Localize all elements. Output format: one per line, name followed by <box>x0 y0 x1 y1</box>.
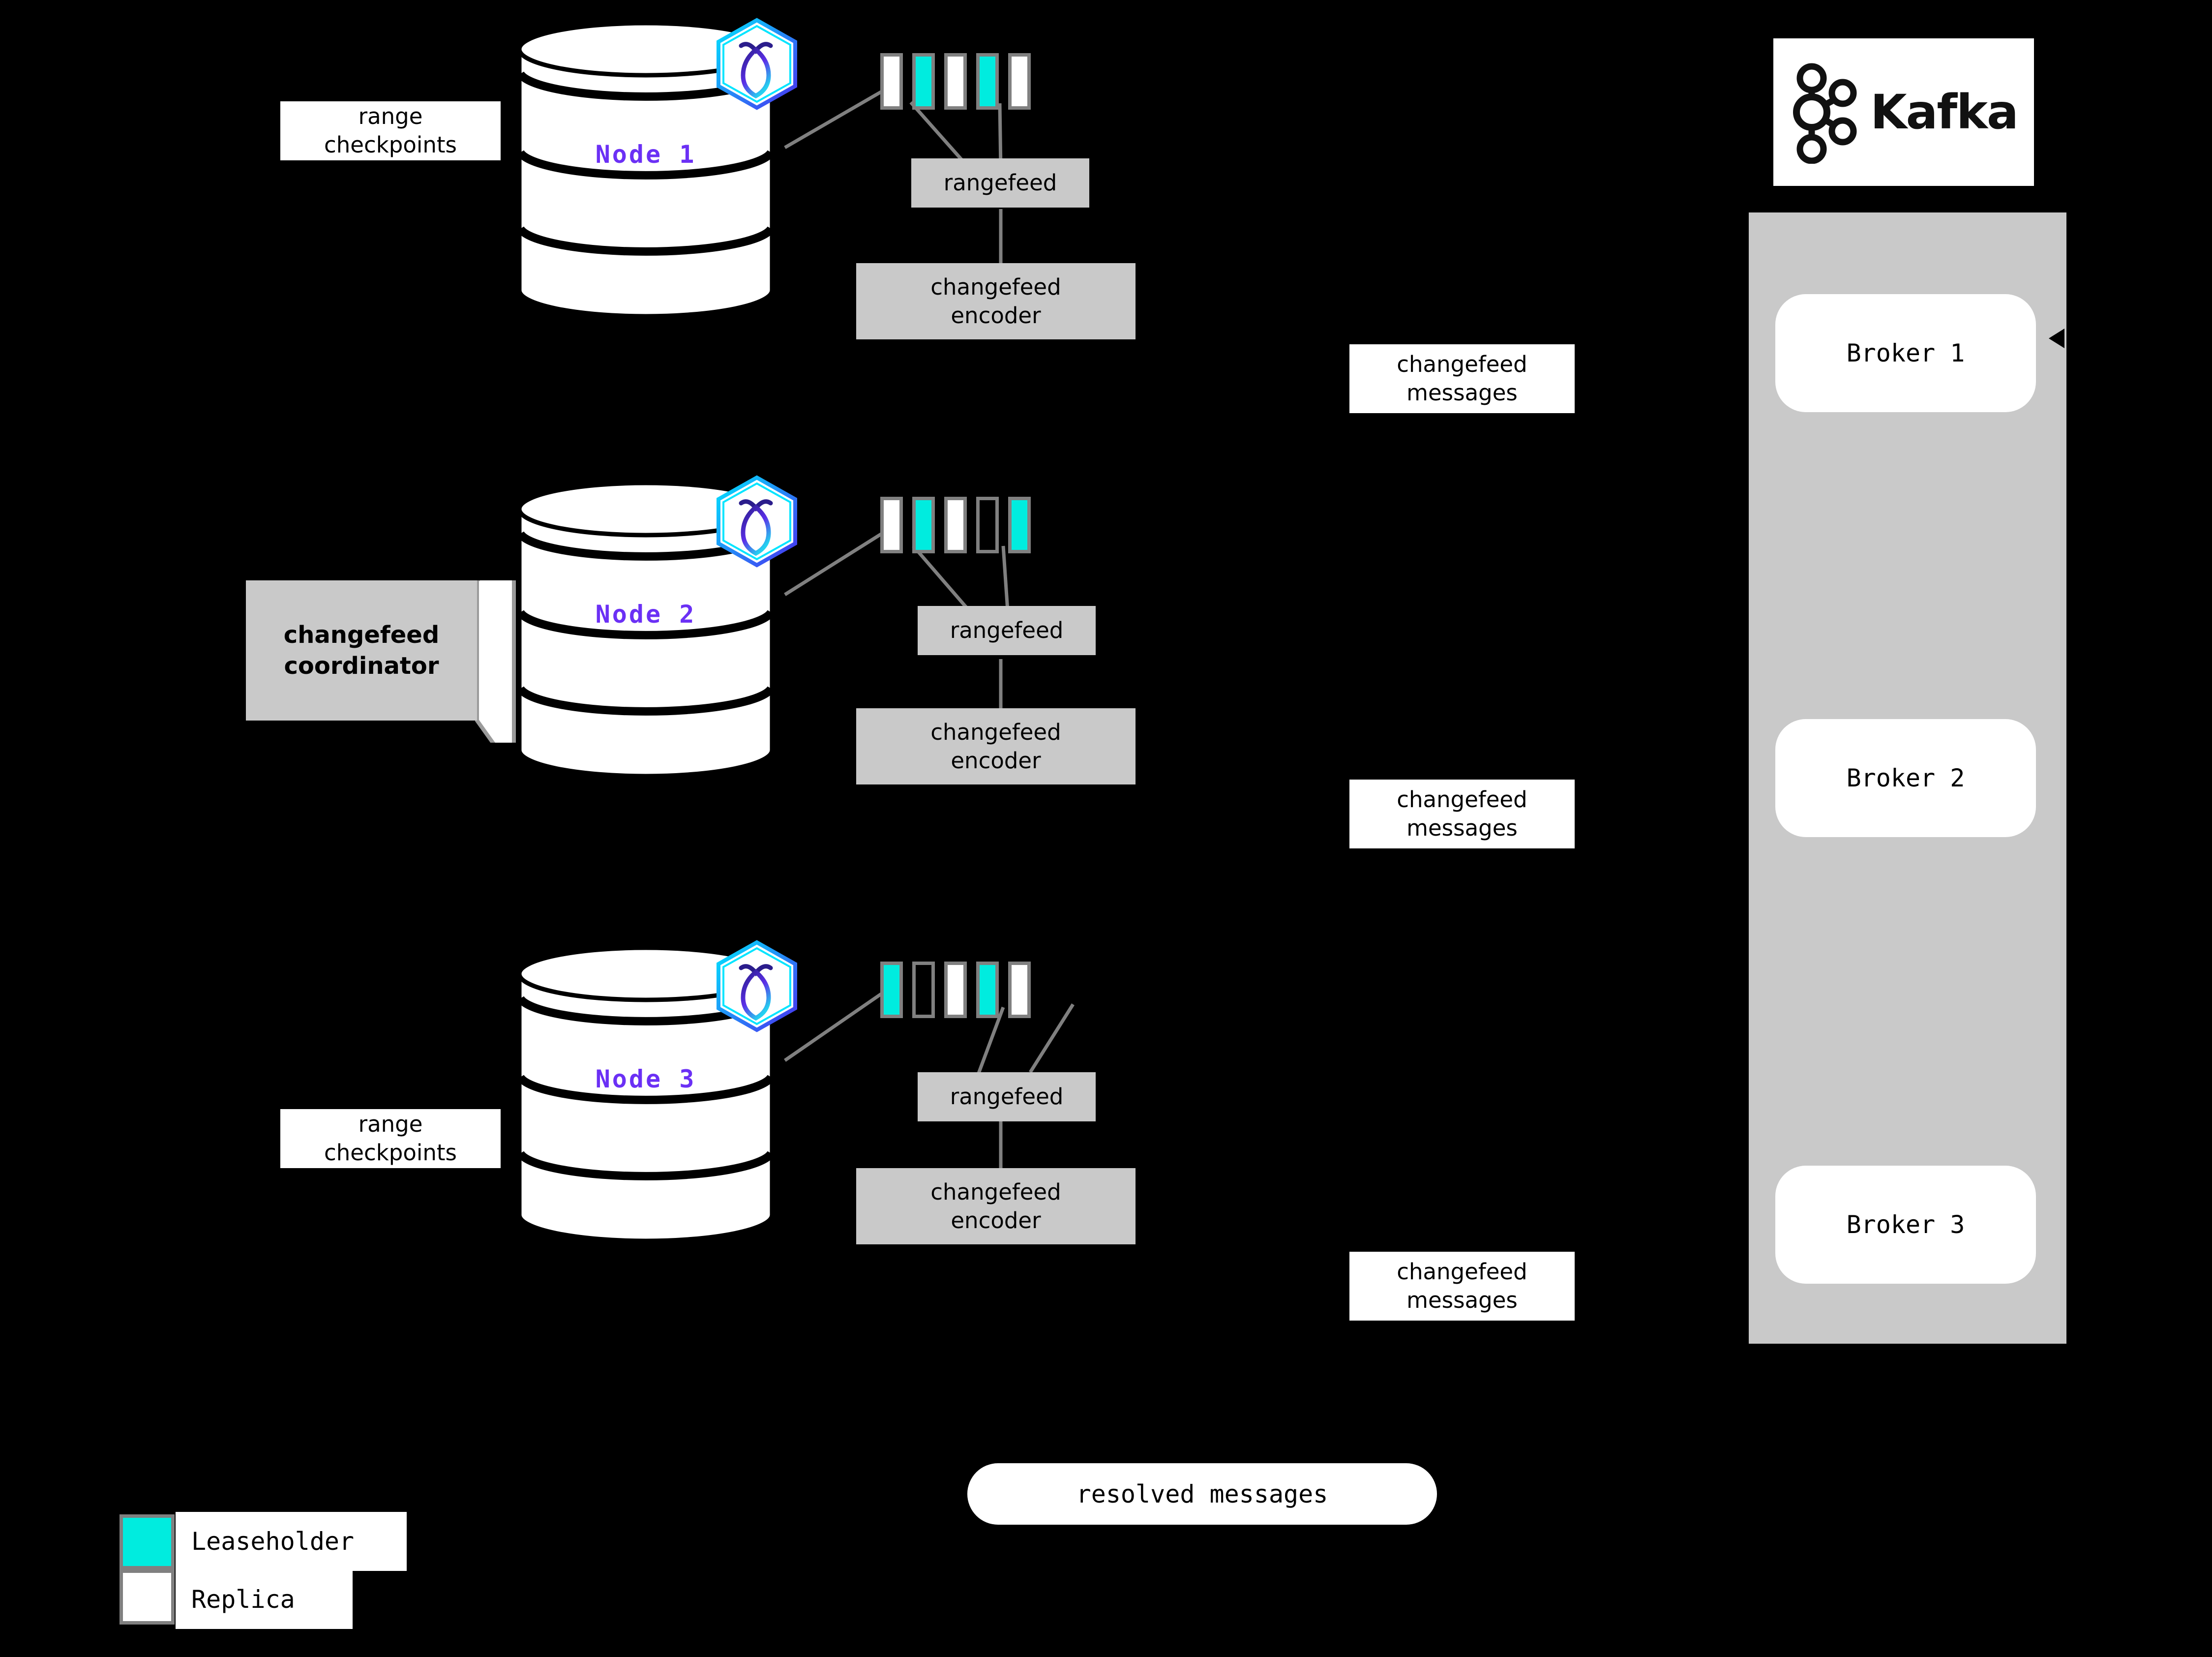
legend-label-leaseholder: Leaseholder <box>176 1512 407 1571</box>
checkpoints-line-2: checkpoints <box>324 1140 457 1166</box>
kafka-inbound-arrow-icon <box>2049 329 2064 348</box>
range-leaseholder[interactable] <box>880 962 903 1018</box>
node-2-cylinder: Node 2 <box>515 480 776 780</box>
encoder-line-1: changefeed <box>930 719 1061 745</box>
legend-swatch-replica <box>120 1569 175 1625</box>
broker-2[interactable]: Broker 2 <box>1775 719 2036 837</box>
cylinder-shape <box>516 945 775 1243</box>
encoder-line-2: encoder <box>951 1207 1041 1234</box>
coordinator-line-1: changefeed <box>283 621 440 649</box>
node-3-ranges <box>880 962 1031 1018</box>
kafka-wordmark: Kafka <box>1870 85 2019 140</box>
encoder-line-2: encoder <box>951 747 1041 774</box>
node-3-changefeed-encoder-box[interactable]: changefeed encoder <box>856 1168 1136 1244</box>
node-1-cylinder: Node 1 <box>515 20 776 320</box>
node-2-changefeed-encoder-box[interactable]: changefeed encoder <box>856 708 1136 784</box>
node-1-ranges <box>880 53 1031 110</box>
legend-swatch-leaseholder <box>120 1514 175 1569</box>
range-replica[interactable] <box>880 497 903 553</box>
resolved-messages-pill[interactable]: resolved messages <box>967 1463 1437 1525</box>
range-empty[interactable] <box>976 497 999 553</box>
range-leaseholder[interactable] <box>912 497 935 553</box>
range-replica[interactable] <box>1008 962 1031 1018</box>
cylinder-shape <box>516 481 775 779</box>
node-3-cylinder: Node 3 <box>515 944 776 1244</box>
messages-line-2: messages <box>1406 1287 1518 1313</box>
messages-line-2: messages <box>1406 815 1518 841</box>
kafka-node-graph-icon <box>1793 63 1857 164</box>
encoder-line-2: encoder <box>951 302 1041 329</box>
cockroachdb-logo-icon <box>713 475 801 568</box>
changefeed-messages-label-3: changefeed messages <box>1349 1252 1575 1321</box>
node-2-rangefeed-box[interactable]: rangefeed <box>918 606 1096 655</box>
node-2-label: Node 2 <box>595 600 696 629</box>
range-leaseholder[interactable] <box>976 53 999 110</box>
node-3-rangefeed-box[interactable]: rangefeed <box>918 1072 1096 1121</box>
messages-line-1: changefeed <box>1397 351 1527 378</box>
range-replica[interactable] <box>944 53 967 110</box>
node-3-label: Node 3 <box>595 1065 696 1093</box>
range-replica[interactable] <box>880 53 903 110</box>
kafka-logo: Kafka <box>1773 38 2034 186</box>
legend-label-replica: Replica <box>176 1570 353 1629</box>
broker-3[interactable]: Broker 3 <box>1775 1166 2036 1284</box>
encoder-line-1: changefeed <box>930 1178 1061 1205</box>
node-3-range-checkpoints-label: range checkpoints <box>280 1109 501 1168</box>
checkpoints-line-1: range <box>358 103 423 130</box>
broker-1[interactable]: Broker 1 <box>1775 294 2036 412</box>
changefeed-coordinator-callout: changefeed coordinator <box>246 580 521 743</box>
range-leaseholder[interactable] <box>1008 497 1031 553</box>
cylinder-shape <box>516 21 775 319</box>
cockroachdb-logo-icon <box>713 17 801 111</box>
range-leaseholder[interactable] <box>976 962 999 1018</box>
messages-line-1: changefeed <box>1397 1259 1527 1285</box>
coordinator-line-2: coordinator <box>284 652 439 680</box>
node-1-rangefeed-box[interactable]: rangefeed <box>911 158 1089 208</box>
changefeed-messages-label-2: changefeed messages <box>1349 780 1575 848</box>
checkpoints-line-2: checkpoints <box>324 132 457 158</box>
range-empty[interactable] <box>912 962 935 1018</box>
node-1-range-checkpoints-label: range checkpoints <box>280 101 501 160</box>
messages-line-2: messages <box>1406 380 1518 406</box>
node-1-changefeed-encoder-box[interactable]: changefeed encoder <box>856 263 1136 339</box>
coordinator-box[interactable]: changefeed coordinator <box>246 580 477 721</box>
messages-line-1: changefeed <box>1397 786 1527 813</box>
range-leaseholder[interactable] <box>912 53 935 110</box>
cockroachdb-logo-icon <box>713 939 801 1033</box>
node-1-label: Node 1 <box>595 140 696 169</box>
changefeed-messages-label-1: changefeed messages <box>1349 344 1575 413</box>
checkpoints-line-1: range <box>358 1111 423 1138</box>
range-replica[interactable] <box>944 497 967 553</box>
coordinator-wedge <box>475 580 516 743</box>
range-replica[interactable] <box>944 962 967 1018</box>
encoder-line-1: changefeed <box>930 273 1061 300</box>
node-2-ranges <box>880 497 1031 553</box>
range-replica[interactable] <box>1008 53 1031 110</box>
